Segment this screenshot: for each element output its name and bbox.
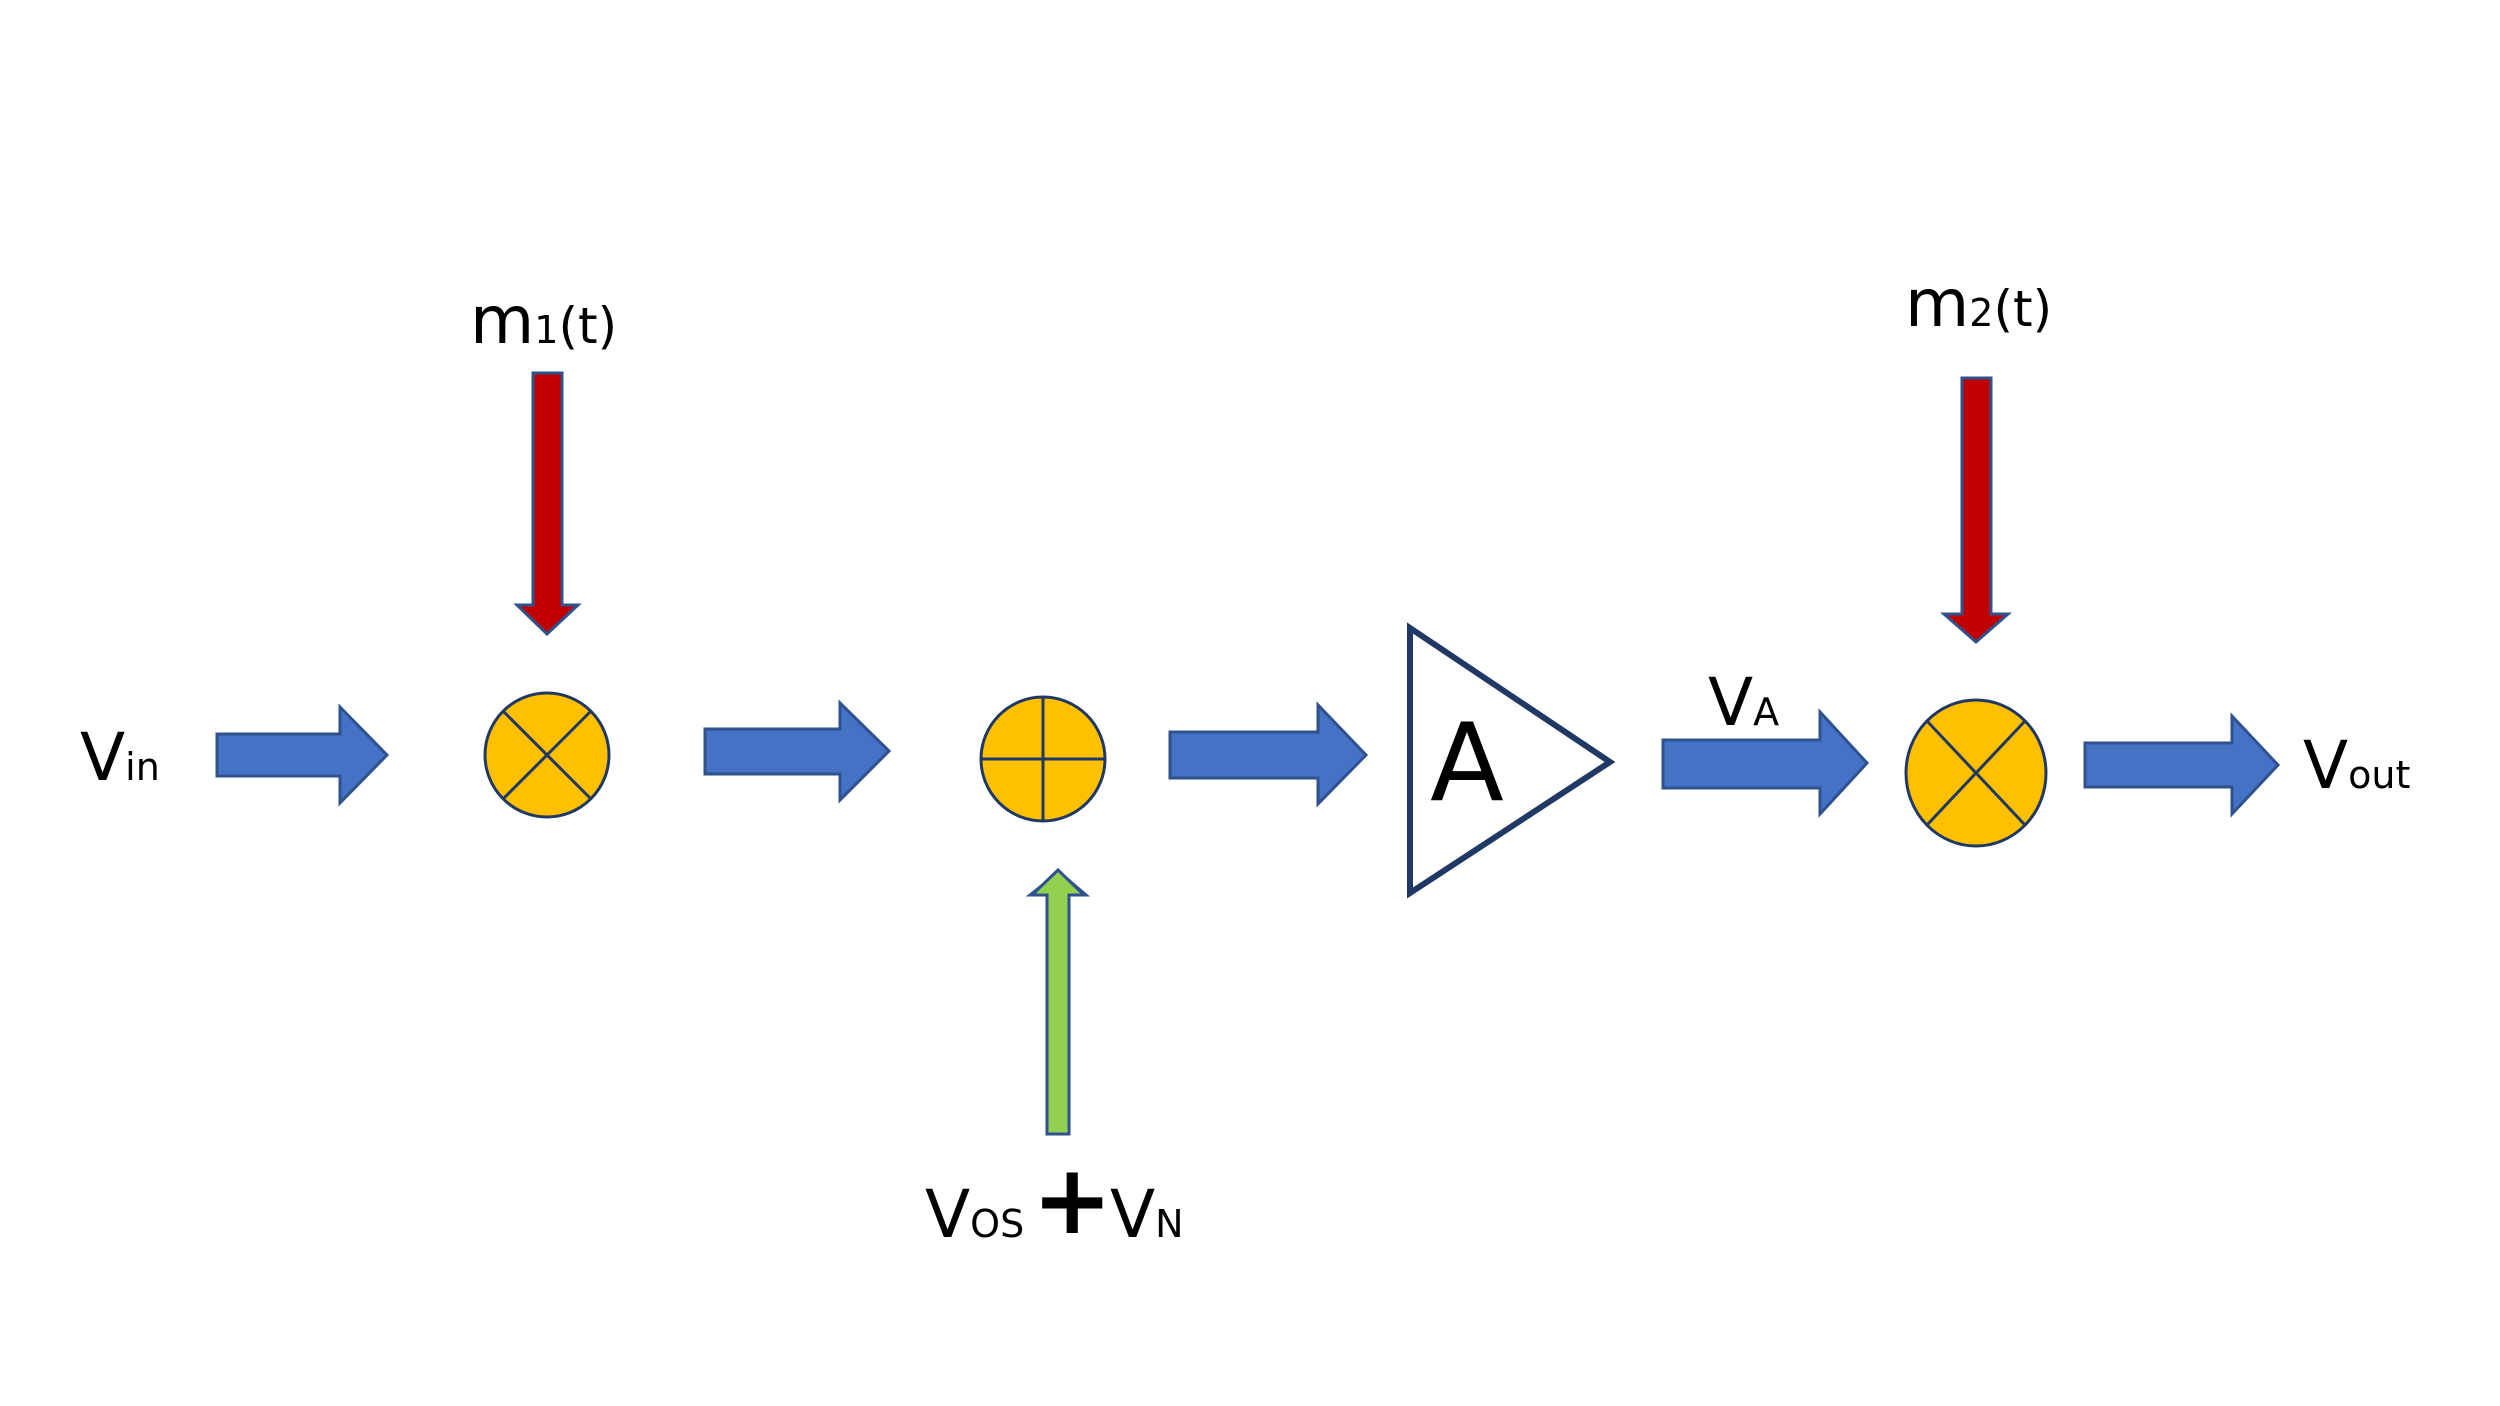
arrow-offset-noise-head bbox=[1028, 867, 1088, 1136]
vn-label: VN bbox=[1110, 1176, 1184, 1253]
vin-label: Vin bbox=[80, 719, 160, 796]
amplifier-triangle bbox=[1407, 622, 1616, 899]
m1-label: m1(t) bbox=[470, 282, 617, 359]
va-label: VA bbox=[1708, 664, 1779, 741]
arrow-mixer1-to-sum bbox=[703, 699, 892, 804]
m2-label: m2(t) bbox=[1905, 265, 2052, 342]
arrow-vin-to-mixer1 bbox=[215, 703, 390, 807]
summing-node bbox=[979, 695, 1107, 823]
arrow-amp-to-mixer2 bbox=[1661, 708, 1870, 818]
amplifier-gain-label: A bbox=[1430, 701, 1504, 826]
arrow-m2-modulation bbox=[1940, 376, 2012, 644]
mixer-2-multiplier bbox=[1904, 698, 2048, 848]
plus-sign: + bbox=[1032, 1144, 1112, 1256]
arrow-sum-to-amp bbox=[1168, 701, 1369, 808]
arrow-mixer2-to-vout bbox=[2083, 712, 2281, 818]
vout-label: Vout bbox=[2303, 727, 2410, 804]
vos-label: VOS bbox=[925, 1176, 1024, 1253]
arrow-m1-modulation bbox=[513, 371, 582, 637]
mixer-1-multiplier bbox=[483, 691, 611, 819]
